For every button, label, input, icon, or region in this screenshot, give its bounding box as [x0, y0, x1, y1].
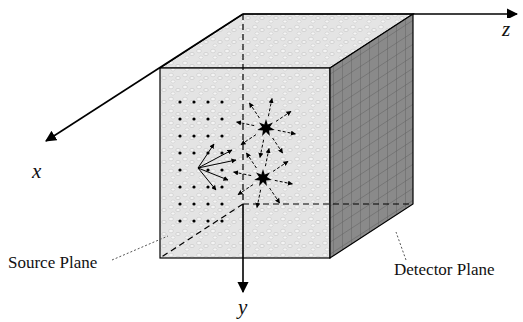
- emission-ray: [260, 140, 264, 158]
- emission-ray: [278, 130, 296, 134]
- front-face: [160, 68, 330, 258]
- axes: [46, 14, 517, 292]
- source-dot: [206, 134, 209, 137]
- source-dot: [206, 117, 209, 120]
- source-arrows: [198, 144, 236, 190]
- emission-ray: [238, 185, 253, 195]
- emitter-star: [257, 119, 275, 136]
- emission-ray: [234, 172, 252, 176]
- emission-ray: [249, 103, 259, 118]
- emission-ray: [246, 153, 256, 168]
- emission-ray: [273, 161, 288, 171]
- source-dot: [220, 134, 223, 137]
- source-dot: [220, 202, 223, 205]
- emission-ray: [257, 190, 261, 208]
- source-dot: [206, 202, 209, 205]
- source-dot: [192, 185, 195, 188]
- emission-ray: [275, 180, 293, 184]
- source-dot: [178, 100, 181, 103]
- emission-ray: [273, 138, 283, 153]
- plane-label: Source Plane: [6, 254, 99, 273]
- source-dot: [206, 100, 209, 103]
- source-dot: [178, 134, 181, 137]
- emission-ray: [237, 122, 255, 126]
- emission-ray: [241, 135, 256, 145]
- detector-plane: [330, 14, 413, 258]
- source-dot: [220, 185, 223, 188]
- source-dot: [178, 185, 181, 188]
- source-dot: [220, 151, 223, 154]
- emission-ray: [270, 188, 280, 203]
- emitter-star: [254, 169, 272, 186]
- source-dot: [178, 168, 181, 171]
- axis-label: x: [30, 160, 43, 183]
- emission-ray: [265, 149, 269, 167]
- axis-label: z: [500, 18, 512, 41]
- emission-ray: [276, 111, 291, 121]
- source-dot: [220, 168, 223, 171]
- source-dot: [192, 100, 195, 103]
- source-dot: [220, 219, 223, 222]
- source-dot: [178, 117, 181, 120]
- source-dots: [178, 100, 223, 222]
- source-dot: [220, 117, 223, 120]
- plane-label: Detector Plane: [392, 261, 497, 280]
- source-dot: [206, 219, 209, 222]
- source-dot: [192, 117, 195, 120]
- emitters: [234, 99, 296, 208]
- hidden-edges: [160, 14, 413, 258]
- source-dot: [192, 219, 195, 222]
- axis-label: y: [236, 296, 249, 319]
- source-dot: [192, 151, 195, 154]
- source-dot: [178, 202, 181, 205]
- emission-ray: [268, 99, 272, 117]
- source-dot: [178, 219, 181, 222]
- source-dot: [192, 202, 195, 205]
- source-dot: [206, 185, 209, 188]
- source-dot: [220, 100, 223, 103]
- source-dot: [192, 134, 195, 137]
- source-dot: [178, 151, 181, 154]
- leader-lines: [112, 232, 406, 260]
